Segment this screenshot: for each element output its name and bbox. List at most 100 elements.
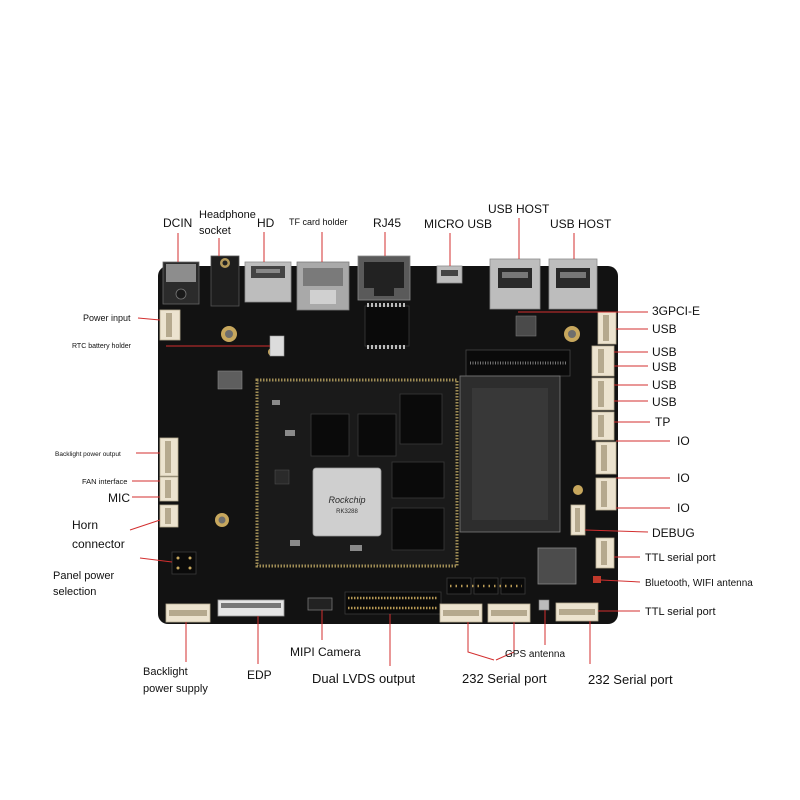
label-edp: EDP [247,668,272,682]
soc-chip-brand: Rockchip [328,495,365,505]
io-connector-2 [595,477,617,511]
rtc-battery-holder [269,335,285,357]
label-usb-host-2: USB HOST [550,217,612,231]
serial-232-connector-1b [487,603,531,623]
usb-connector-2 [591,345,615,377]
label-rtc: RTC battery holder [72,343,132,350]
label-backlight-supply-line2: power supply [143,683,208,695]
label-tp: TP [655,415,670,429]
leader-lines [129,218,670,666]
passive-component [290,540,300,546]
leader-line-serial-232-1a [467,622,495,661]
label-headphone-line1: Headphone [199,209,256,221]
label-backlight-output: Backlight power output [55,451,121,458]
pcb-board: Rockchip RK3288 [158,255,618,624]
usb-connector-3 [591,377,615,411]
leader-line-debug [584,529,649,533]
label-ttl-1: TTL serial port [645,552,716,564]
passive-component [285,430,295,436]
core-module: Rockchip RK3288 [255,378,459,568]
mounting-hole-center [225,330,233,338]
usb-connector-1 [597,311,617,345]
leader-line-serial-232-1b [495,622,515,661]
label-usb-1: USB [652,322,677,336]
io-connector-1 [595,441,617,475]
label-mipi: MIPI Camera [290,645,361,659]
label-hd: HD [257,216,275,230]
label-fan: FAN interface [82,477,127,486]
tp-connector [591,411,615,441]
soc-chip: Rockchip RK3288 [312,467,382,537]
power-input-connector [159,309,181,341]
label-panel-line1: Panel power [53,570,114,582]
edp-connector [217,599,285,617]
labels-right: 3GPCI-E USB USB USB USB USB TP IO IO IO … [645,304,753,618]
labels-top: DCIN Headphone socket HD TF card holder … [163,202,612,237]
bluetooth-wifi-module [537,547,577,585]
mounting-hole-center [568,330,576,338]
label-pcie: 3GPCI-E [652,304,700,318]
leader-line-horn [129,519,161,531]
serial-232-connector-1a [439,603,483,623]
usb-host-port-1 [489,258,541,310]
passive-component [350,545,362,551]
ttl-serial-connector-1 [595,537,615,569]
label-gps: GPS antenna [505,649,565,660]
passive-component [274,469,290,485]
label-io-2: IO [677,471,690,485]
labels-bottom: Backlight power supply EDP MIPI Camera D… [143,645,673,695]
label-bt-wifi: Bluetooth, WIFI antenna [645,578,753,589]
panel-power-jumper [171,551,197,575]
label-serial-232-2: 232 Serial port [588,672,673,687]
serial-232-connector-2 [555,602,599,622]
label-mic: MIC [108,491,130,505]
label-io-3: IO [677,501,690,515]
labels-left: Power input RTC battery holder Backlight… [53,313,132,598]
label-lvds: Dual LVDS output [312,671,415,686]
fan-connector [159,476,179,502]
backlight-power-output-connector [159,437,179,477]
mini-pcie-slot [459,349,571,533]
rj45-port [357,255,411,301]
leader-line-power-input [137,317,161,321]
micro-usb-port [436,265,463,284]
label-horn-line2: connector [72,537,125,551]
ram-chip [310,413,350,457]
ram-chip [357,413,397,457]
headphone-socket [210,255,240,307]
passive-component [272,400,280,405]
soc-chip-model: RK3288 [336,509,358,515]
label-serial-232-1: 232 Serial port [462,671,547,686]
label-usb-4: USB [652,378,677,392]
mipi-camera-connector [307,597,333,611]
label-backlight-supply-line1: Backlight [143,666,188,678]
lan-magnetics [364,303,410,349]
label-rj45: RJ45 [373,216,401,230]
mounting-hole [573,485,583,495]
label-io-1: IO [677,434,690,448]
debug-connector [570,504,586,536]
tf-card-holder [296,261,350,311]
dual-lvds-header [344,591,442,615]
hdmi-port [244,261,292,303]
label-horn-line1: Horn [72,518,98,532]
label-dcin: DCIN [163,216,192,230]
mounting-hole-center [218,516,226,524]
inductor [217,370,243,390]
usb-host-port-2 [548,258,598,310]
leader-line-panel-power [139,557,173,563]
label-panel-line2: selection [53,586,96,598]
dcin-jack [162,261,200,305]
label-usb-3: USB [652,360,677,374]
ram-chip [391,507,445,551]
leader-line-bt-wifi [600,579,641,583]
label-tf-card: TF card holder [289,217,348,227]
mic-horn-connector [159,504,179,528]
ram-chip [399,393,443,445]
emmc-chip [391,461,445,499]
label-usb-host-1: USB HOST [488,202,550,216]
label-ttl-2: TTL serial port [645,606,716,618]
inductor [515,315,537,337]
label-debug: DEBUG [652,526,695,540]
